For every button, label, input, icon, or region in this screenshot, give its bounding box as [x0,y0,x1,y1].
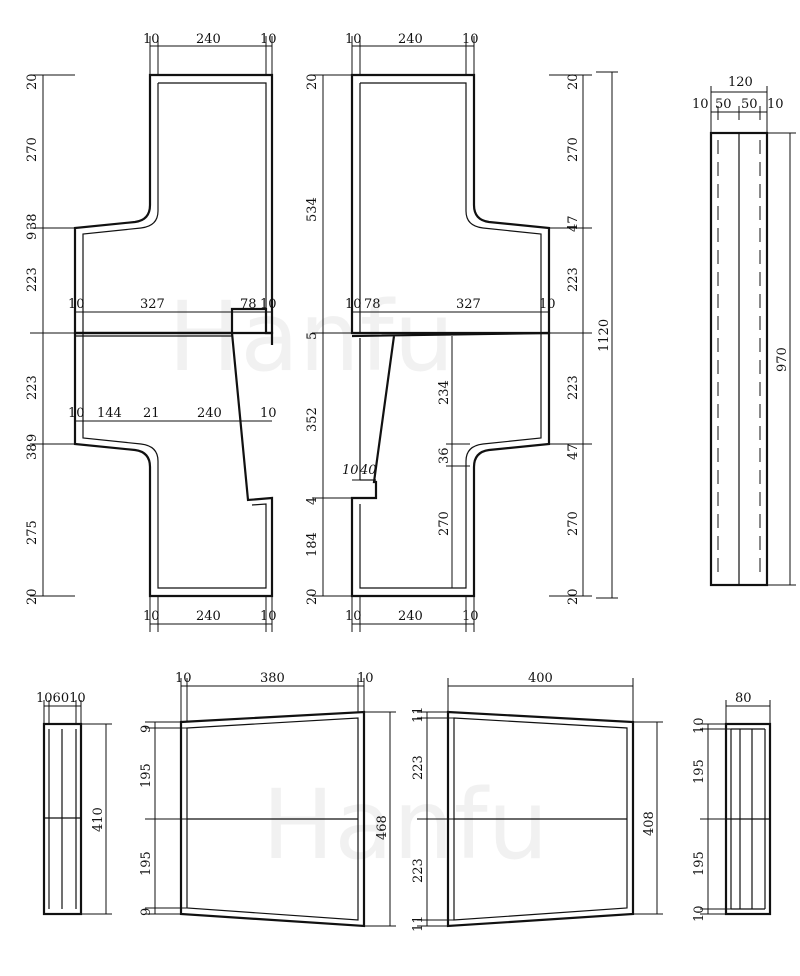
front-mid-dim-1: 327 [140,297,165,312]
back-top-dim-2: 10 [462,32,479,47]
back-left-dim-1: 534 [305,197,320,222]
back-right-dim-2: 47 [566,215,581,232]
back-mid-dim-0: 10 [345,297,362,312]
trap-a-left-dim-3: 9 [139,908,154,916]
back-mid-dim-2: 327 [456,297,481,312]
front-left-dim-0: 20 [25,73,40,90]
back-left-dim-2: 5 [305,332,320,340]
trap-a-left-dim-1: 195 [139,763,154,788]
front-lower-dim-2: 21 [143,406,160,421]
strip-c: 80 10 195 195 10 [692,691,772,922]
front-top-dim-1: 240 [196,32,221,47]
strip-c-left-dim-2: 195 [692,851,707,876]
back-mid-dim-3: 10 [539,297,556,312]
front-left-dim-8: 275 [25,520,40,545]
back-bottom-dim-1: 240 [398,609,423,624]
strip-c-top-dim: 80 [735,691,752,706]
back-total-dim: 1120 [597,319,612,352]
back-left-dim-4: 4 [305,497,320,505]
trap-b-left-dim-0: 11 [411,706,426,723]
front-top-dim-0: 10 [143,32,160,47]
trap-a-top-dim-1: 380 [260,671,285,686]
trap-a-left-dim-0: 9 [139,725,154,733]
front-left-dim-6: 9 [25,434,40,442]
back-bottom-dim-0: 10 [345,609,362,624]
front-panel: 10 240 10 10 240 10 10 327 78 10 10 144 … [25,32,277,632]
trap-a-top-dim-2: 10 [357,671,374,686]
trap-a-left-dim-2: 195 [139,851,154,876]
trap-b-left-dim-1: 223 [411,755,426,780]
trap-b-right-dim: 408 [642,811,657,836]
strip-a-top-dim-0: 120 [728,75,753,90]
front-left-dim-2: 9 [25,232,40,240]
front-lower-dim-3: 240 [197,406,222,421]
front-mid-dim-0: 10 [68,297,85,312]
trap-b-top-dim: 400 [528,671,553,686]
front-left-dim-9: 20 [25,588,40,605]
front-lower-dim-4: 10 [260,406,277,421]
front-top-dim-2: 10 [260,32,277,47]
strip-c-left-dim-3: 10 [692,905,707,922]
back-inner-dim-1: 36 [437,447,452,464]
back-top-dim-1: 240 [398,32,423,47]
back-right-dim-0: 20 [566,73,581,90]
front-lower-dim-0: 10 [68,406,85,421]
front-left-dim-1: 270 [25,137,40,162]
strip-a: 120 10 50 50 10 970 [692,75,796,587]
back-bottom-dim-2: 10 [462,609,479,624]
front-left-dim-5: 223 [25,375,40,400]
front-left-dim-3: 38 [25,213,40,230]
front-bottom-dim-2: 10 [260,609,277,624]
back-right-dim-3: 223 [566,267,581,292]
front-lower-dim-1: 144 [97,406,122,421]
back-right-dim-7: 20 [566,588,581,605]
trapezoid-a: 10 380 10 9 195 195 9 468 [139,671,396,928]
strip-a-height-dim: 970 [775,347,790,372]
back-inner-dim-2: 270 [437,511,452,536]
watermark-bottom: Hanfu [262,769,549,881]
back-mid-dim-1: 78 [364,297,381,312]
strip-a-top-dim-3: 50 [741,97,758,112]
strip-b-height-dim: 410 [91,807,106,832]
strip-b: 106010 410 [36,691,112,916]
back-left-dim-0: 20 [305,73,320,90]
front-mid-dim-2: 78 [240,297,257,312]
strip-c-left-dim-1: 195 [692,759,707,784]
front-bottom-dim-1: 240 [196,609,221,624]
front-bottom-dim-0: 10 [143,609,160,624]
strip-c-left-dim-0: 10 [692,717,707,734]
trap-a-top-dim-0: 10 [175,671,192,686]
back-left-dim-3: 352 [305,407,320,432]
watermark-top: Hanfu [168,281,455,393]
back-left-dim-5: 184 [305,532,320,557]
back-right-dim-6: 270 [566,511,581,536]
trap-a-right-dim: 468 [375,815,390,840]
back-pocket-dim-0: 10 [342,463,359,478]
strip-a-top-dim-2: 50 [715,97,732,112]
back-right-dim-1: 270 [566,137,581,162]
front-left-dim-7: 38 [25,443,40,460]
trap-b-left-dim-3: 11 [411,915,426,932]
trapezoid-b: 400 11 223 223 11 408 [411,671,663,932]
strip-a-top-dim-1: 10 [692,97,709,112]
back-right-dim-4: 223 [566,375,581,400]
trap-b-left-dim-2: 223 [411,858,426,883]
strip-b-top-dim: 106010 [36,691,86,706]
back-right-dim-5: 47 [566,443,581,460]
back-panel: 10 240 10 10 240 10 10 78 327 10 10 40 2… [305,32,618,632]
back-left-dim-6: 20 [305,588,320,605]
strip-a-top-dim-4: 10 [767,97,784,112]
front-left-dim-4: 223 [25,267,40,292]
front-mid-dim-3: 10 [260,297,277,312]
back-top-dim-0: 10 [345,32,362,47]
back-inner-dim-0: 234 [437,380,452,405]
back-pocket-dim-1: 40 [359,463,377,478]
